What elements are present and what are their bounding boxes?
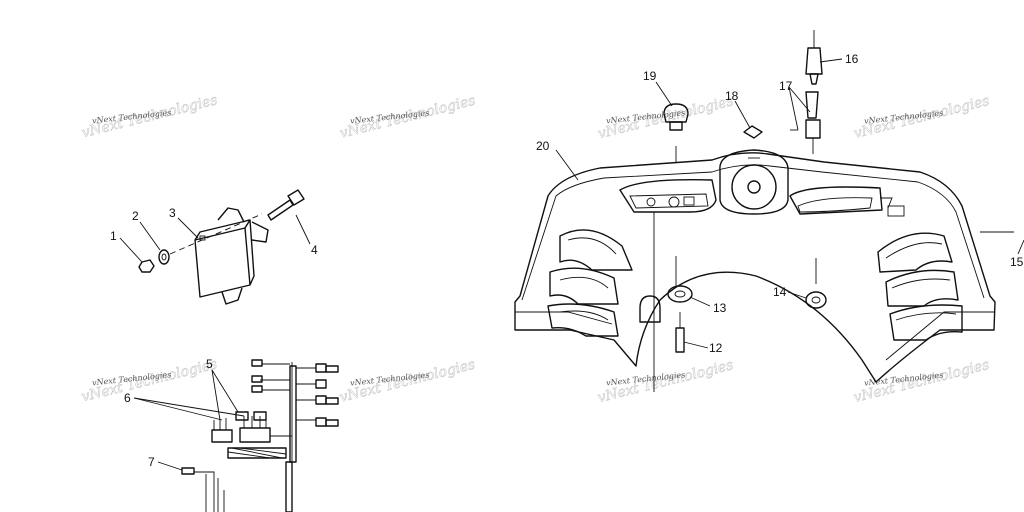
wiring-harness: [181, 359, 339, 512]
callout-3: 3: [169, 206, 176, 220]
cap-part-14: [805, 291, 827, 309]
callout-7: 7: [148, 455, 155, 469]
lamp-part-17: [790, 91, 821, 154]
callout-1: 1: [110, 229, 117, 243]
pin-part-12: [675, 312, 685, 353]
callout-20: 20: [536, 139, 550, 153]
callout-5: 5: [206, 357, 213, 371]
watermark-8: vNext Technologies vNext Technologies: [852, 357, 991, 407]
callout-16: 16: [845, 52, 859, 66]
watermark-7: vNext Technologies vNext Technologies: [596, 357, 735, 407]
watermark-6: vNext Technologies vNext Technologies: [338, 356, 477, 406]
washer-part-2: [158, 249, 170, 265]
callout-17: 17: [779, 79, 793, 93]
rod-part-16: [805, 30, 823, 85]
callout-15: 15: [1010, 255, 1024, 269]
knob-part-11: [639, 295, 661, 323]
watermark-1: vNext Technologies vNext Technologies: [80, 92, 219, 142]
regulator-module: [194, 207, 269, 305]
watermark-2: vNext Technologies vNext Technologies: [338, 92, 477, 142]
callout-18: 18: [725, 89, 739, 103]
callout-leaders-harness: [133, 369, 245, 471]
callout-2: 2: [132, 209, 139, 223]
watermark-4: vNext Technologies vNext Technologies: [852, 93, 991, 143]
dashboard-panel-part-20: [514, 146, 1014, 392]
callout-6: 6: [124, 391, 131, 405]
callout-leaders-left: [119, 214, 311, 263]
nut-part-1: [138, 259, 155, 273]
callout-leaders-dashboard: [555, 58, 1024, 349]
watermark-3: vNext Technologies vNext Technologies: [596, 93, 735, 143]
callout-12: 12: [709, 341, 723, 355]
callout-4: 4: [311, 243, 318, 257]
bulb-socket-part-19: [663, 103, 689, 131]
callout-19: 19: [643, 69, 657, 83]
watermark-5: vNext Technologies vNext Technologies: [80, 356, 219, 406]
clip-part-18: [743, 125, 763, 139]
callout-14: 14: [773, 285, 787, 299]
bolt-part-4: [169, 189, 305, 255]
grommet-part-13: [667, 285, 693, 303]
callout-13: 13: [713, 301, 727, 315]
